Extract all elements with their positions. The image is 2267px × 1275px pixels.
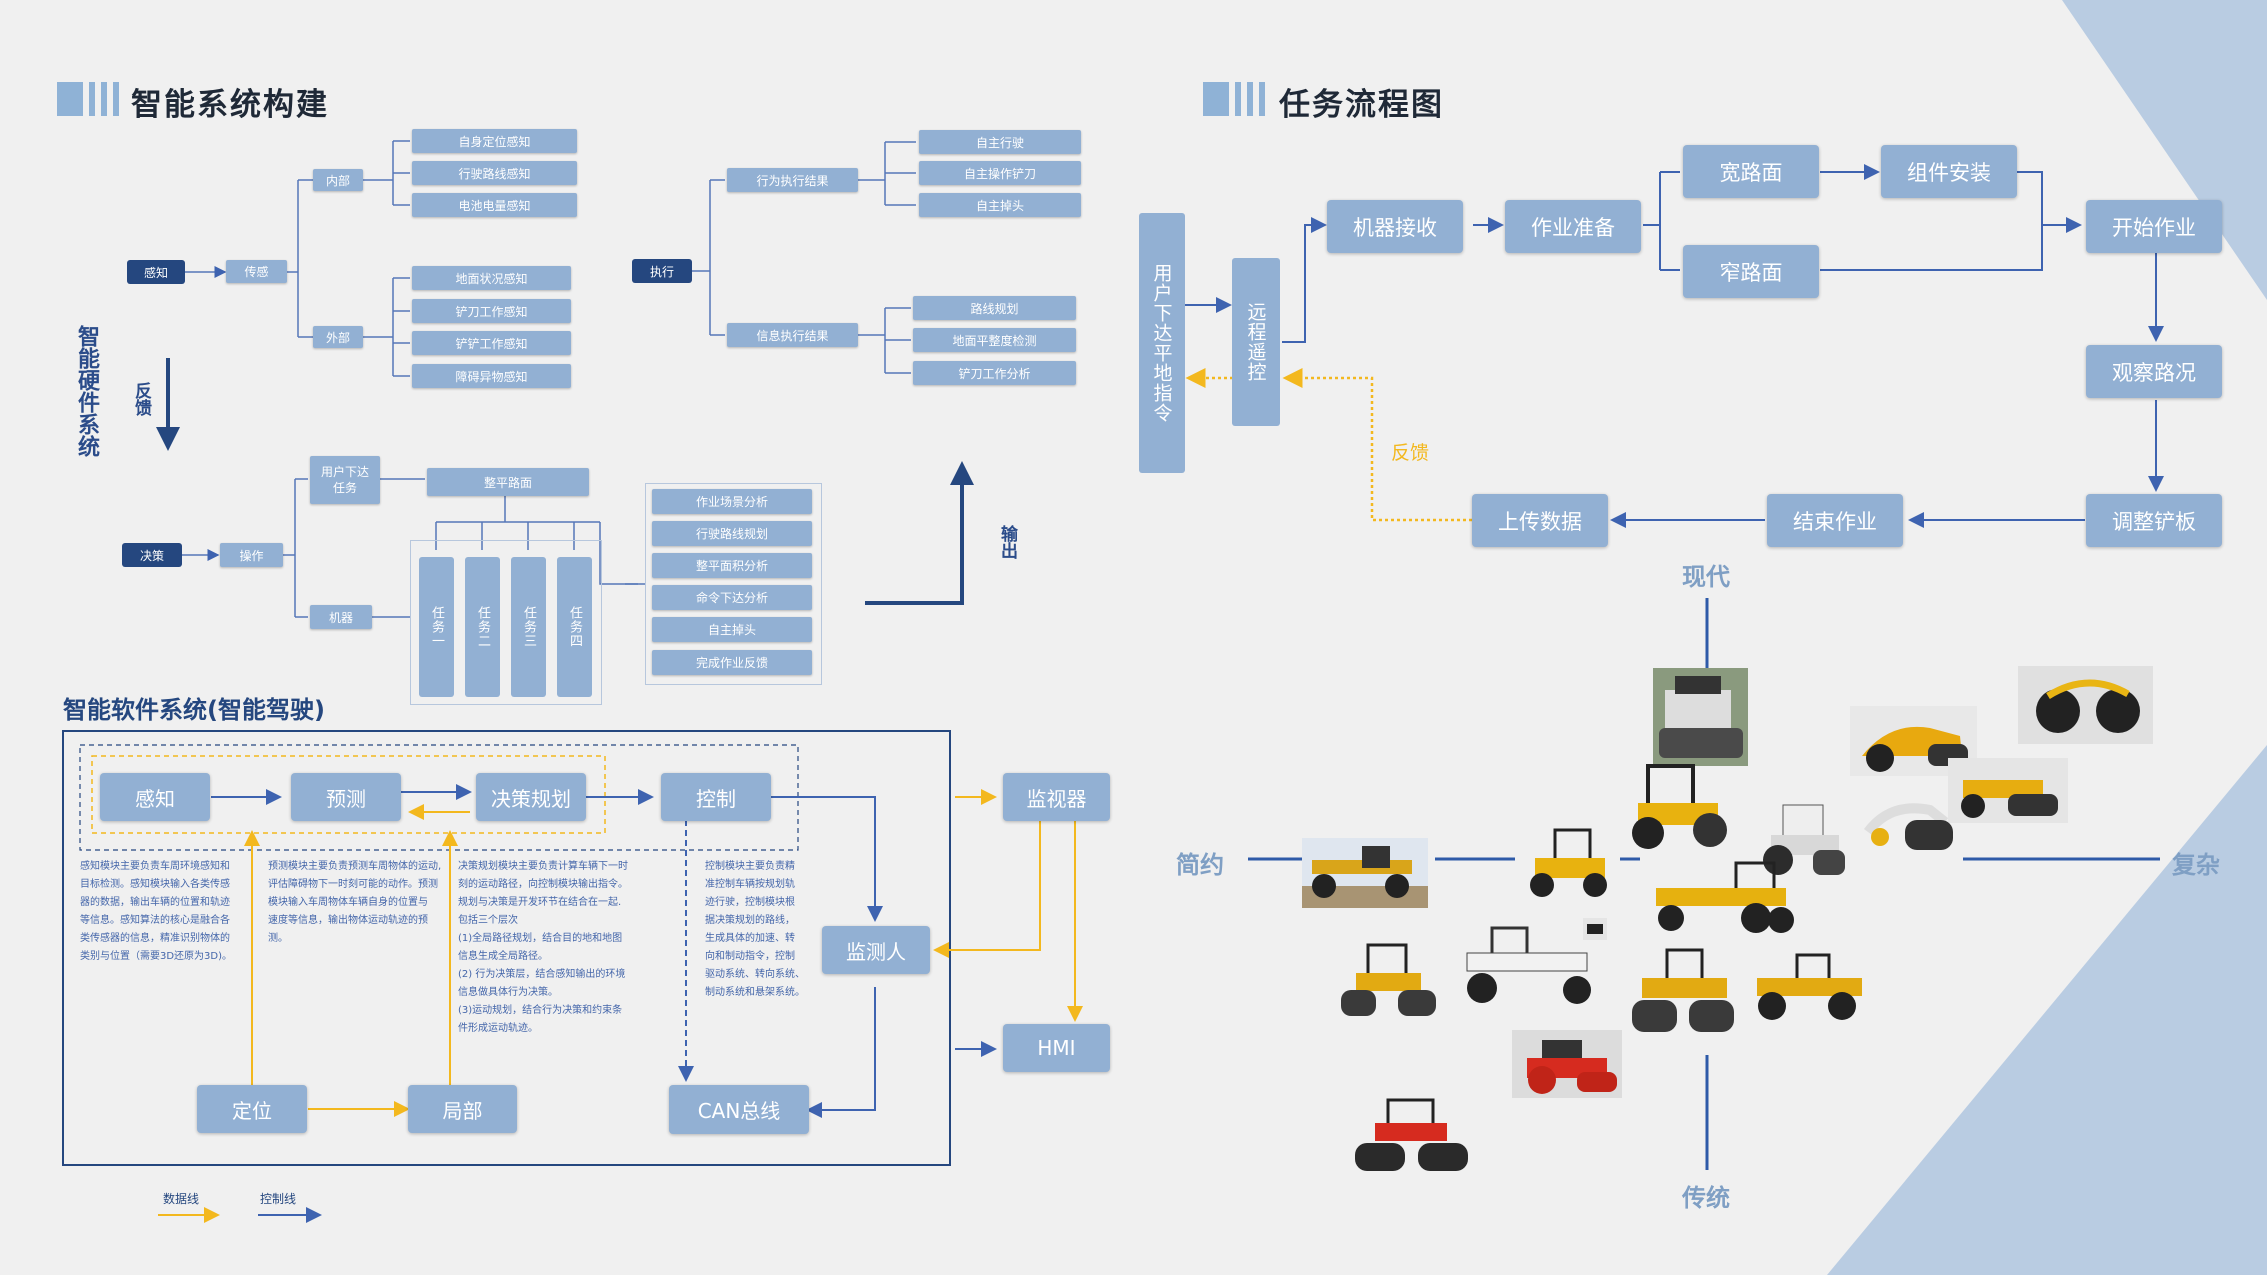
- result-item: 自主掉头: [652, 617, 812, 642]
- feedback-label: 反馈: [131, 382, 151, 416]
- yellow-roller-image: [1632, 764, 1727, 849]
- red-roller-photo: [1512, 1030, 1622, 1098]
- operate-node: 操作: [220, 543, 283, 567]
- monitor-screen-node: 监视器: [1003, 773, 1110, 821]
- wide-road-node: 宽路面: [1683, 145, 1819, 198]
- grader-photo: [1302, 838, 1428, 908]
- narrow-road-node: 窄路面: [1683, 245, 1819, 298]
- hmi-node: HMI: [1003, 1024, 1110, 1072]
- red-tandem-roller-image: [1355, 1098, 1468, 1171]
- external-item: 障碍异物感知: [412, 364, 571, 388]
- control-module: 控制: [661, 773, 771, 821]
- behavior-item: 自主操作铲刀: [919, 161, 1081, 185]
- legend-control-line: 控制线: [260, 1192, 297, 1206]
- info-item: 铲刀工作分析: [913, 361, 1076, 385]
- hardware-section-title: 智能系统构建: [131, 87, 329, 123]
- decision-root: 决策: [122, 543, 182, 567]
- internal-item: 行驶路线感知: [412, 161, 577, 185]
- monitor-person-node: 监测人: [822, 926, 930, 974]
- external-item: 铲刀工作感知: [412, 299, 571, 323]
- prediction-description: 预测模块主要负责预测车周物体的运动,评估障碍物下一时刻可能的动作。预测模块输入车…: [268, 861, 442, 944]
- concept-vehicle-photo: [2018, 666, 2153, 744]
- software-section-title: 智能软件系统(智能驾驶): [63, 696, 325, 724]
- task-group-frame: [410, 540, 602, 705]
- local-node: 局部: [408, 1085, 517, 1133]
- leveling-node: 整平路面: [427, 468, 589, 496]
- upload-data-node: 上传数据: [1472, 494, 1608, 547]
- concept-roller-3-image: [1863, 803, 1953, 850]
- task-node: 任务四: [557, 557, 592, 697]
- external-node: 外部: [313, 326, 363, 348]
- output-label: 输出: [997, 525, 1017, 559]
- yellow-grader-image: [1530, 828, 1607, 897]
- internal-item: 自身定位感知: [412, 129, 577, 153]
- corner-triangle-bottom: [1827, 745, 2267, 1275]
- quadrant-label-bottom: 传统: [1682, 1184, 1730, 1212]
- result-group-frame: [645, 483, 822, 685]
- start-work-node: 开始作业: [2086, 200, 2222, 253]
- flow-section-title: 任务流程图: [1279, 87, 1444, 123]
- info-item: 地面平整度检测: [913, 328, 1076, 352]
- planning-module: 决策规划: [476, 773, 586, 821]
- concept-roller-2-photo: [1948, 758, 2068, 823]
- machine-receive-node: 机器接收: [1327, 200, 1463, 253]
- tandem-roller-image: [1341, 943, 1436, 1016]
- perception-module: 感知: [100, 773, 210, 821]
- positioning-node: 定位: [197, 1085, 307, 1133]
- task-node: 任务三: [511, 557, 546, 697]
- small-logo-image: [1583, 918, 1607, 940]
- assemble-node: 组件安装: [1881, 145, 2017, 198]
- planning-description: 决策规划模块主要负责计算车辆下一时刻的运动路径，向控制模块输出指令。规划与决策是…: [458, 861, 628, 1034]
- behavior-item: 自主掉头: [919, 193, 1081, 217]
- internal-node: 内部: [313, 169, 363, 191]
- sensor-node: 传感: [226, 260, 287, 283]
- quadrant-label-right: 复杂: [2172, 851, 2220, 879]
- yellow-tandem-roller-image: [1632, 948, 1734, 1032]
- user-command-node: 用户下达平地指令: [1139, 213, 1185, 473]
- result-item: 命令下达分析: [652, 585, 812, 610]
- task-node: 任务一: [419, 557, 454, 697]
- white-grader-image: [1466, 926, 1591, 1004]
- can-bus-node: CAN总线: [669, 1085, 809, 1134]
- machine-node: 机器: [310, 605, 372, 629]
- internal-item: 电池电量感知: [412, 193, 577, 217]
- task-node: 任务二: [465, 557, 500, 697]
- roller-photo: [1653, 668, 1748, 766]
- flow-feedback-label: 反馈: [1391, 442, 1430, 464]
- behavior-node: 行为执行结果: [727, 168, 858, 192]
- quadrant-label-left: 简约: [1176, 851, 1224, 879]
- perception-root: 感知: [127, 260, 185, 284]
- behavior-item: 自主行驶: [919, 130, 1081, 154]
- section-bars: [57, 82, 119, 116]
- hardware-side-label: 智能硬件系统: [74, 325, 99, 457]
- result-item: 行驶路线规划: [652, 521, 812, 546]
- user-command-node: 用户下达任务: [310, 456, 380, 504]
- flow-section-bars: [1203, 82, 1265, 116]
- external-item: 地面状况感知: [412, 266, 571, 290]
- external-item: 铲铲工作感知: [412, 331, 571, 355]
- yellow-loader-image: [1757, 953, 1862, 1020]
- adjust-blade-node: 调整铲板: [2086, 494, 2222, 547]
- work-prep-node: 作业准备: [1505, 200, 1641, 253]
- control-description: 控制模块主要负责精准控制车辆按规划轨迹行驶，控制模块根据决策规划的路线，生成具体…: [705, 861, 805, 998]
- result-item: 完成作业反馈: [652, 650, 812, 675]
- finish-work-node: 结束作业: [1767, 494, 1903, 547]
- execution-root: 执行: [632, 259, 692, 283]
- yellow-grader-2-image: [1656, 861, 1794, 933]
- result-item: 整平面积分析: [652, 553, 812, 578]
- white-roller-image: [1763, 804, 1845, 875]
- quadrant-label-top: 现代: [1682, 563, 1730, 591]
- remote-control-node: 远程遥控: [1232, 258, 1280, 426]
- legend-data-line: 数据线: [163, 1192, 200, 1206]
- observe-road-node: 观察路况: [2086, 345, 2222, 398]
- info-node: 信息执行结果: [727, 323, 858, 347]
- perception-description: 感知模块主要负责车周环境感知和目标检测。感知模块输入各类传感器的数据，输出车辆的…: [80, 861, 233, 962]
- prediction-module: 预测: [291, 773, 401, 821]
- result-item: 作业场景分析: [652, 489, 812, 514]
- info-item: 路线规划: [913, 296, 1076, 320]
